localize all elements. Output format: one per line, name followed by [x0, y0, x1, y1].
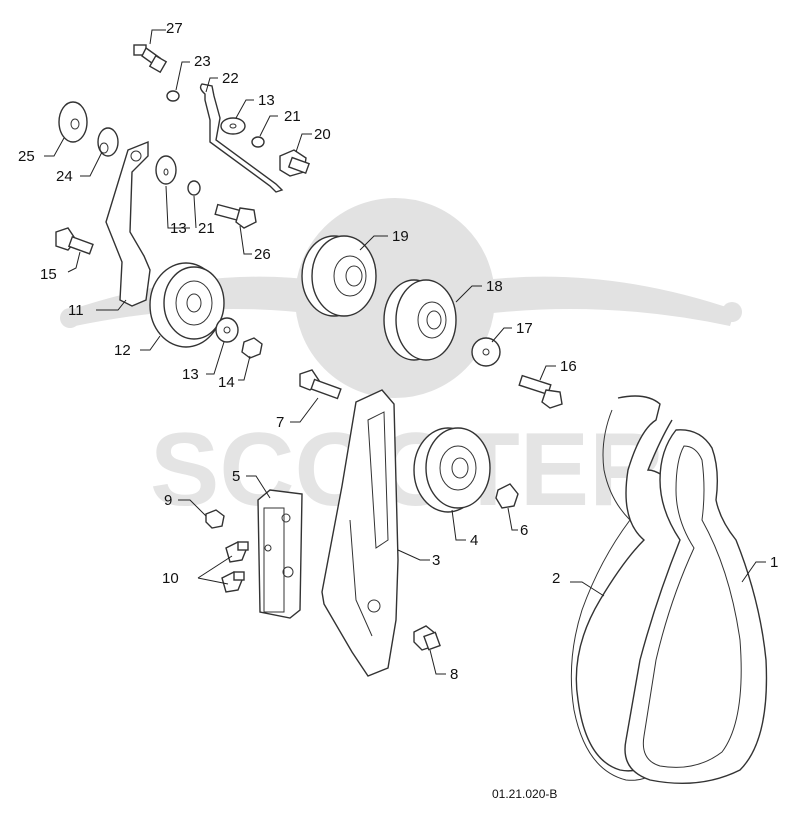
part-13-washer-top [220, 117, 246, 135]
callout-14: 14 [218, 374, 235, 391]
callout-7: 7 [276, 414, 284, 431]
part-10-screw-upper [225, 541, 249, 563]
part-21-lock-washer-middle [187, 180, 201, 196]
callout-15: 15 [40, 266, 57, 283]
callout-13-lower: 13 [182, 366, 199, 383]
part-8-bolt [413, 625, 441, 651]
callout-8: 8 [450, 666, 458, 683]
callout-13-middle: 13 [170, 220, 187, 237]
part-9-nut [205, 509, 225, 529]
part-6-nut [495, 483, 519, 509]
part-18-pulley [383, 279, 457, 361]
part-15-bolt [55, 227, 94, 255]
part-13-washer-middle [155, 155, 177, 185]
part-4-pulley [413, 427, 491, 513]
callout-18: 18 [486, 278, 503, 295]
callout-27: 27 [166, 20, 183, 37]
part-25-washer [58, 101, 88, 143]
part-12-idler-pulley [149, 262, 225, 348]
part-21-lock-washer-top [251, 136, 265, 148]
part-20-bolt [279, 149, 311, 177]
watermark-text: SCOOTER [150, 412, 664, 528]
callout-26: 26 [254, 246, 271, 263]
callout-2: 2 [552, 570, 560, 587]
part-23-lock-washer [166, 90, 180, 102]
part-10-screw-lower [221, 571, 245, 593]
part-3-tension-arm [321, 389, 399, 677]
callout-9: 9 [164, 492, 172, 509]
callout-21-middle: 21 [198, 220, 215, 237]
callout-5: 5 [232, 468, 240, 485]
part-14-nut [241, 337, 263, 359]
part-24-nut [97, 127, 119, 157]
part-16-bolt [518, 374, 563, 409]
callout-4: 4 [470, 532, 478, 549]
callout-19: 19 [392, 228, 409, 245]
callout-12: 12 [114, 342, 131, 359]
callout-16: 16 [560, 358, 577, 375]
callout-11: 11 [68, 302, 84, 319]
part-19-pulley [301, 235, 377, 317]
part-17-washer [471, 337, 501, 367]
callout-22: 22 [222, 70, 239, 87]
part-27-bolt [133, 44, 168, 74]
part-26-bolt [214, 203, 257, 229]
callout-23: 23 [194, 53, 211, 70]
part-1-belt [624, 429, 768, 784]
callout-17: 17 [516, 320, 533, 337]
callout-24: 24 [56, 168, 73, 185]
callout-6: 6 [520, 522, 528, 539]
part-22-rod [199, 83, 284, 193]
callouts: 27 23 22 13 21 20 25 24 13 21 26 15 11 1… [18, 20, 778, 683]
callout-25: 25 [18, 148, 35, 165]
part-11-bracket [105, 140, 151, 307]
leader-lines [44, 29, 766, 675]
part-7-bolt [299, 369, 342, 400]
callout-13-top: 13 [258, 92, 275, 109]
part-13-washer-lower [215, 317, 239, 343]
document-reference: 01.21.020-B [492, 787, 557, 801]
callout-20: 20 [314, 126, 331, 143]
callout-10: 10 [162, 570, 179, 587]
callout-1: 1 [770, 554, 778, 571]
callout-3: 3 [432, 552, 440, 569]
part-5-plate [257, 489, 303, 619]
callout-21-top: 21 [284, 108, 301, 125]
